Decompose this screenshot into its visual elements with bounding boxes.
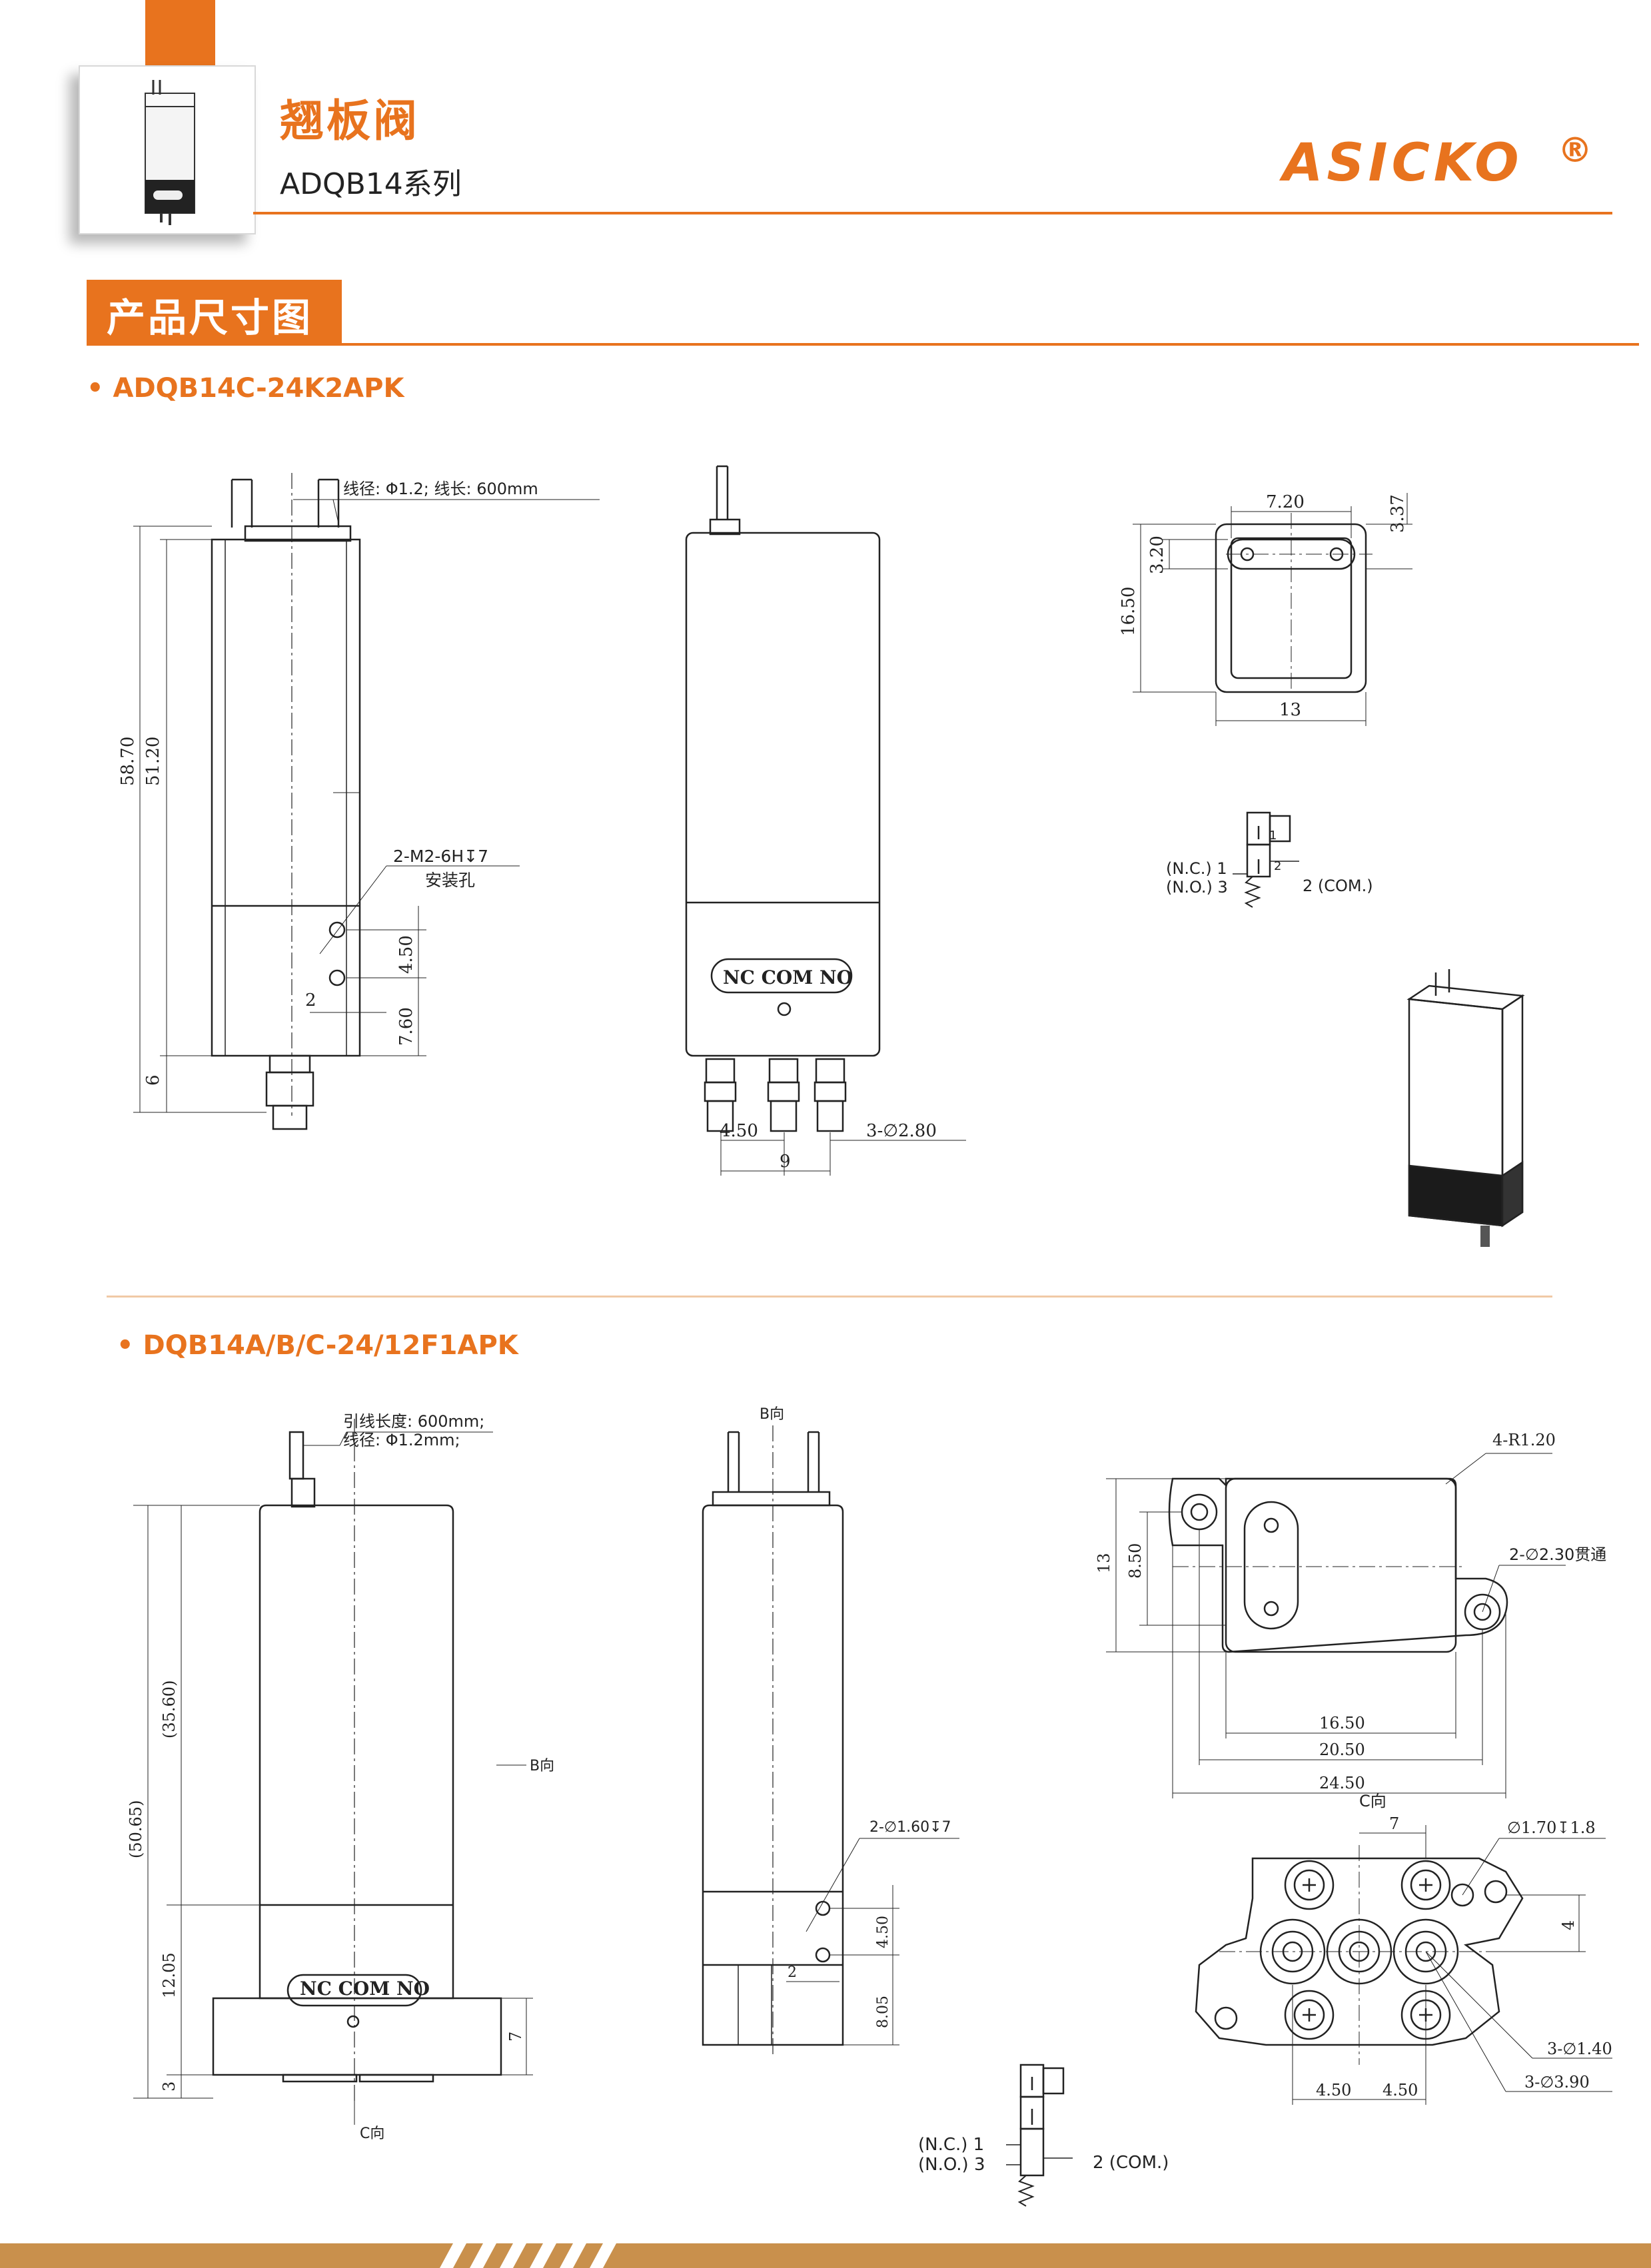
m2-symbol-nc: (N.C.) 1 [918,2135,984,2155]
section-title-box [87,280,342,343]
section-divider [107,1296,1552,1298]
section-title: 产品尺寸图 [107,295,314,340]
footer-stripes [440,2243,616,2268]
m1-dim-top-height: 16.50 [1119,587,1139,636]
m1-symbol-nc: (N.C.) 1 [1166,859,1227,878]
m2-dim-top-height: 13 [1095,1553,1113,1573]
footer-bar [0,2243,1651,2268]
m1-dim-body: 51.20 [143,737,163,786]
m2-symbol-no: (N.O.) 3 [918,2155,985,2175]
m2-dim-c-d1: 3-∅1.40 [1547,2040,1612,2058]
model2-name: • DQB14A/B/C-24/12F1APK [117,1330,518,1361]
m1-dim-port-span: 9 [780,1152,791,1172]
m2-b-view-label: B向 [760,1406,784,1423]
m2-wire-note1: 引线长度: 600mm; [343,1412,484,1431]
m2-dim-top-mid: 8.50 [1126,1543,1145,1579]
m2-dim-hole-x: 2 [788,1964,797,1981]
series-subtitle: ADQB14系列 [280,167,462,201]
brand-registered-mark: ® [1558,131,1592,171]
m2-wire-note2: 线径: Φ1.2mm; [343,1431,460,1449]
m2-c-view-label: C向 [1359,1792,1386,1810]
product-thumbnail [79,65,256,234]
m1-wire-note: 线径: Φ1.2; 线长: 600mm [343,480,538,498]
model1-name: • ADQB14C-24K2APK [87,373,404,404]
m2-dim-hole-pitch: 4.50 [875,1916,891,1948]
m2-dim-top-w3: 24.50 [1319,1774,1365,1792]
m1-dim-top-width: 7.20 [1266,492,1305,512]
m1-symbol-com: 2 (COM.) [1303,877,1373,895]
m1-dim-top-slot: 3.20 [1147,536,1167,574]
m1-dim-port-dia: 3-∅2.80 [866,1121,937,1141]
m1-hole-note: 2-M2-6H↧7 [393,847,488,866]
m1-dim-hole-offset: 7.60 [396,1007,416,1046]
m2-dim-top-w2: 20.50 [1319,1740,1365,1759]
page-title: 翘板阀 [280,95,420,147]
m2-dim-upper: (35.60) [160,1681,179,1738]
m1-dim-hole-pitch: 4.50 [396,935,416,974]
m2-top-radius: 4-R1.20 [1492,1431,1556,1449]
m2-top-hole: 2-∅2.30贯通 [1509,1545,1606,1564]
m2-hole-note: 2-∅1.60↧7 [869,1819,951,1836]
m1-symbol-port2: 2 [1274,859,1281,873]
m2-dim-total: (50.65) [127,1800,145,1858]
section-rule [87,343,1639,346]
m2-dim-base: 3 [160,2081,179,2091]
header-rule [253,212,1612,214]
m1-symbol-port1: 1 [1269,829,1277,843]
m1-port-label: NC COM NO [723,966,853,988]
m1-dim-hole-x: 2 [305,990,316,1010]
m1-symbol-no: (N.O.) 3 [1166,878,1228,897]
m2-dim-hole-offset: 8.05 [875,1996,891,2028]
m1-dim-bottom: 6 [143,1074,163,1086]
m2-dim-c-p2: 4.50 [1382,2081,1418,2099]
m2-symbol-com: 2 (COM.) [1093,2153,1169,2173]
m2-dim-base-side: 7 [506,2032,525,2042]
m2-dim-c-d2: 3-∅3.90 [1524,2073,1590,2091]
brand-logo: ASICKO [1283,133,1523,193]
m1-dim-total: 58.70 [118,737,138,786]
m2-dim-c-pin: ∅1.70↧1.8 [1507,1818,1596,1837]
m2-port-label: NC COM NO [300,1978,430,2000]
m1-dim-port-pitch: 4.50 [720,1121,758,1141]
valve-thumbnail-image [145,80,195,225]
m1-hole-note2: 安装孔 [425,871,475,890]
m2-c-direction: C向 [360,2125,384,2142]
model2-drawings: 引线长度: 600mm; 线径: Φ1.2mm; (50.65) (35.60)… [127,1406,1612,2207]
m2-dim-c-width: 7 [1389,1814,1399,1833]
m2-dim-top-w1: 16.50 [1319,1714,1365,1732]
m1-dim-top-small: 3.37 [1388,494,1408,533]
m2-dim-lower: 12.05 [160,1952,179,1998]
model1-drawings: 线径: Φ1.2; 线长: 600mm 58.70 51.20 6 2-M2-6… [118,465,1525,1247]
m2-dim-c-p1: 4.50 [1316,2081,1351,2099]
m2-b-direction: B向 [530,1758,554,1774]
header-accent-tab [145,0,215,65]
m2-dim-c-side: 4 [1559,1920,1578,1930]
m1-dim-top-base: 13 [1279,700,1301,720]
